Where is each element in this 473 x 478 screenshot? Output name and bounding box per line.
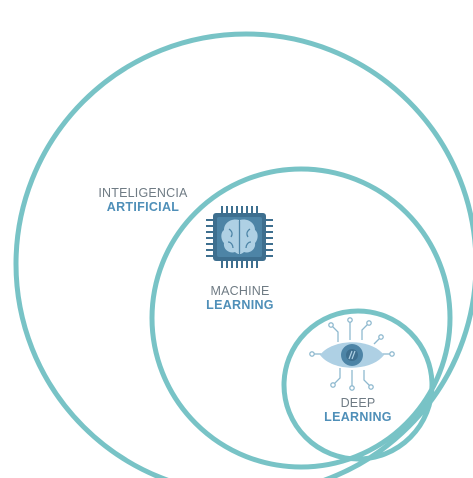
label-ai-line1: INTELIGENCIA — [98, 186, 188, 200]
inner-ring-dl — [281, 308, 435, 462]
label-ml-line2: LEARNING — [206, 298, 274, 313]
label-artificial-intelligence: INTELIGENCIA ARTIFICIAL — [78, 186, 208, 215]
middle-ring-ml — [149, 166, 453, 470]
circuit-eye-icon — [309, 317, 395, 391]
brain-chip-icon — [206, 206, 273, 268]
label-dl-line2: LEARNING — [324, 410, 392, 425]
outer-ring-ai — [13, 31, 473, 478]
label-machine-learning: MACHINE LEARNING — [185, 284, 295, 313]
label-deep-learning: DEEP LEARNING — [308, 396, 408, 425]
label-ml-line1: MACHINE — [210, 284, 270, 298]
label-ai-line2: ARTIFICIAL — [106, 200, 180, 215]
label-dl-line1: DEEP — [340, 396, 376, 410]
